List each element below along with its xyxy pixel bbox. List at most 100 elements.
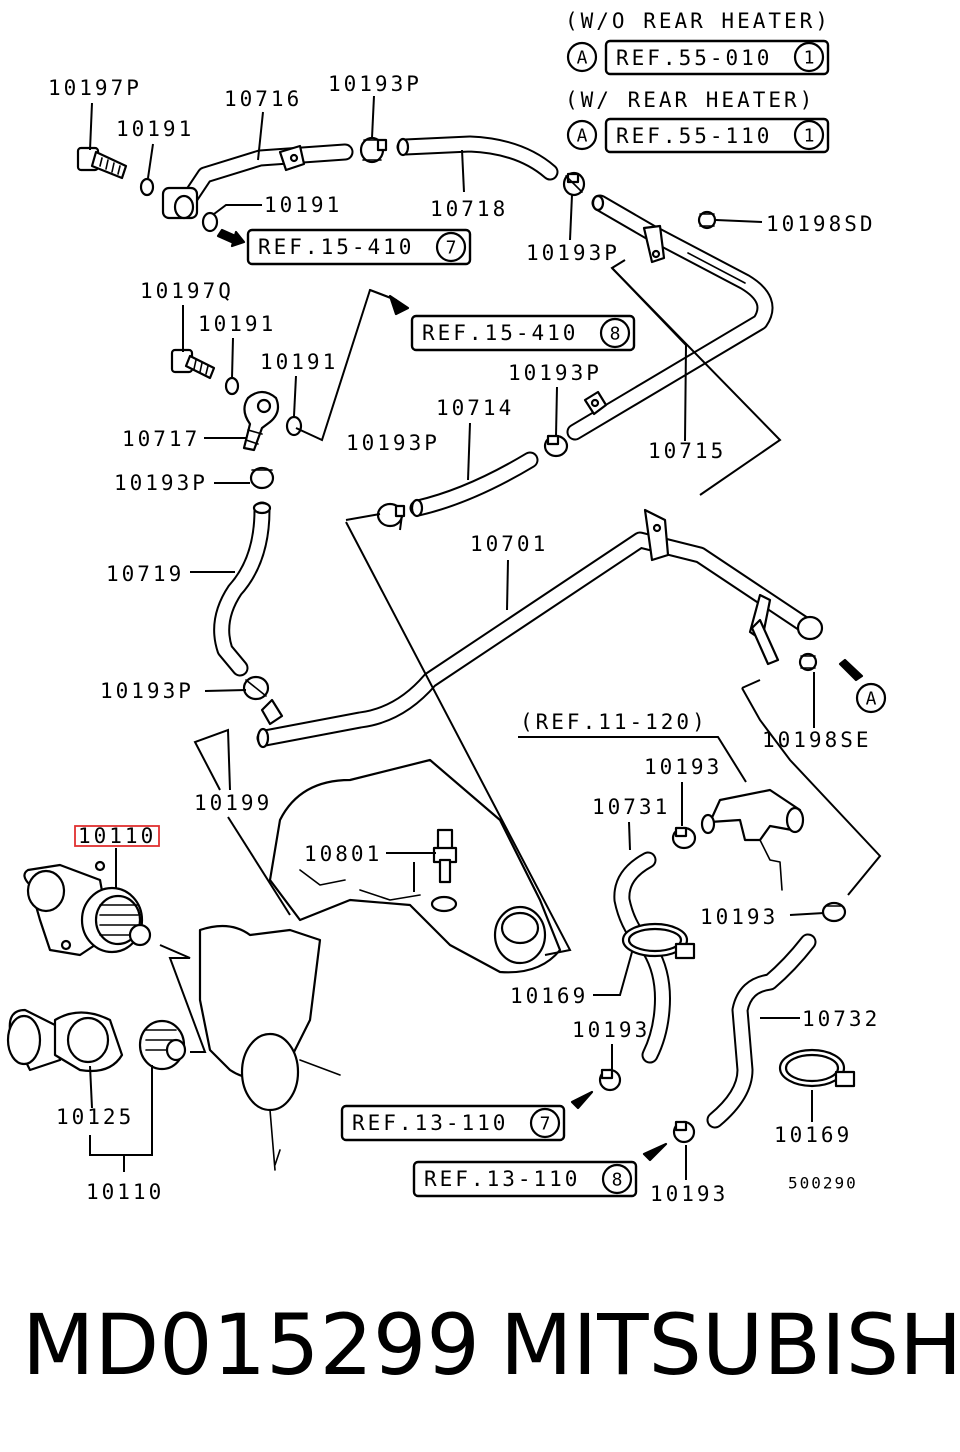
clamp-10169-a-icon: [621, 922, 696, 960]
gasket-10191-a-icon: [139, 177, 155, 197]
gasket-10191-d-icon: [285, 415, 303, 437]
marker-a-arrow: A: [838, 658, 887, 714]
part-label-10198se[interactable]: 10198SE: [762, 728, 872, 752]
part-label-10701[interactable]: 10701: [470, 532, 548, 556]
right-lower-group: [598, 788, 856, 1144]
part-label-10718[interactable]: 10718: [430, 197, 508, 221]
ref-15-410-7-num: 7: [446, 238, 457, 259]
wo-rear-heater-label: (W/O REAR HEATER): [565, 9, 831, 33]
thermostat-10110-b-icon: [138, 1019, 187, 1071]
pipe-10715-icon: [566, 194, 774, 441]
part-label-10193p-b[interactable]: 10193P: [526, 241, 620, 265]
fitting-ref-11-120-icon: [700, 788, 805, 891]
ref-55-010-num-circle: [793, 41, 825, 73]
ref-15-410-7-label[interactable]: REF.15-410: [258, 235, 414, 259]
highlight-box-10110: [74, 825, 160, 847]
clamp-10193p-top-icon: [359, 136, 388, 164]
w-rear-heater-label: (W/ REAR HEATER): [565, 88, 815, 112]
ref-15-410-8-num: 8: [610, 324, 621, 345]
leader-lines: [89, 95, 882, 1180]
clamp-10193-d-icon: [672, 1120, 696, 1144]
clamp-10169-b-icon: [778, 1048, 856, 1088]
ref-55-110-num: 1: [804, 126, 815, 147]
ref-15-410-8-box[interactable]: [410, 314, 636, 352]
upper-hose-group: [76, 135, 774, 441]
part-label-10193-a[interactable]: 10193: [644, 755, 722, 779]
ref-13-110-7-num: 7: [540, 1114, 551, 1135]
part-label-10717[interactable]: 10717: [122, 427, 200, 451]
ref-13-110-7-label[interactable]: REF.13-110: [352, 1111, 508, 1135]
thermostat-10110-icon: [80, 886, 152, 954]
ref-11-120-label[interactable]: (REF.11-120): [520, 710, 708, 734]
part-label-10193p-top[interactable]: 10193P: [328, 72, 422, 96]
part-label-10714[interactable]: 10714: [436, 396, 514, 420]
footer-caption: MD015299 MITSUBISHI: [0, 1290, 960, 1400]
part-label-10193p-c[interactable]: 10193P: [508, 361, 602, 385]
part-label-10193-b[interactable]: 10193: [700, 905, 778, 929]
marker-a-label: A: [577, 48, 588, 69]
part-label-10110[interactable]: 10110: [86, 1180, 164, 1204]
header-refs: (W/O REAR HEATER) A REF.55-010 1 (W/ REA…: [565, 9, 831, 154]
part-label-10197q[interactable]: 10197Q: [140, 279, 234, 303]
marker-a-label-2: A: [577, 126, 588, 147]
thermostat-group: [6, 860, 187, 1073]
part-label-10732[interactable]: 10732: [802, 1007, 880, 1031]
part-label-10193p-e[interactable]: 10193P: [346, 431, 440, 455]
clamp-10193p-b-icon: [562, 171, 586, 197]
arrow-icon-4: [642, 1142, 668, 1162]
clamp-10193p-f-icon: [242, 675, 270, 701]
left-middle-group: [170, 348, 303, 701]
pipe-10701-icon: [256, 508, 824, 749]
ref-15-410-8-label[interactable]: REF.15-410: [422, 321, 578, 345]
brand-label: MITSUBISHI: [500, 1296, 960, 1394]
pump-pulley-icon: [240, 1032, 300, 1112]
clamp-10193p-c-icon: [543, 434, 569, 458]
ref-55-010-num: 1: [804, 48, 815, 69]
ref-55-110-box[interactable]: [604, 117, 830, 154]
part-labels: 10197P 10716 10193P 10191 10191 10718 10…: [48, 72, 880, 1206]
clamp-10193p-d-icon: [249, 466, 275, 490]
part-label-10125[interactable]: 10125: [56, 1105, 134, 1129]
part-label-10199[interactable]: 10199: [194, 791, 272, 815]
bolt-10197p-icon: [76, 146, 128, 180]
ref-55-010-box[interactable]: [604, 39, 830, 76]
part-label-10193p-d[interactable]: 10193P: [114, 471, 208, 495]
clamp-10193-a-icon: [671, 826, 697, 850]
part-label-10801[interactable]: 10801: [304, 842, 382, 866]
fitting-10717-icon: [242, 390, 280, 452]
ref-15-410-7-box[interactable]: [246, 228, 472, 266]
clamp-10193-c-icon: [598, 1068, 622, 1092]
marker-a-ref-label: A: [866, 689, 877, 710]
part-label-10731[interactable]: 10731: [592, 795, 670, 819]
part-label-10191-c[interactable]: 10191: [198, 312, 276, 336]
ref-13-110-8-box[interactable]: [412, 1160, 638, 1198]
part-number-label: MD015299: [22, 1296, 480, 1394]
part-label-10716[interactable]: 10716: [224, 87, 302, 111]
ref-boxes: REF.15-410 7 REF.15-410 8 (REF.11-120) R…: [216, 228, 708, 1198]
hose-10732-icon: [706, 933, 817, 1129]
part-label-10191-b[interactable]: 10191: [264, 193, 342, 217]
part-label-10715[interactable]: 10715: [648, 439, 726, 463]
part-label-10110-highlighted[interactable]: 10110: [78, 824, 156, 848]
pipe-10716-icon: [161, 143, 354, 220]
bolt-10197q-icon: [170, 348, 216, 380]
ref-55-110-label[interactable]: REF.55-110: [616, 124, 772, 148]
washer-icon: [430, 895, 458, 913]
ref-13-110-7-box[interactable]: [340, 1104, 566, 1142]
part-label-10191-d[interactable]: 10191: [260, 350, 338, 374]
arrow-icon-2: [388, 294, 410, 316]
part-label-10193-d[interactable]: 10193: [650, 1182, 728, 1206]
gasket-10125-icon: [53, 1011, 124, 1073]
ref-55-010-label[interactable]: REF.55-010: [616, 46, 772, 70]
ref-13-110-8-label[interactable]: REF.13-110: [424, 1167, 580, 1191]
part-label-10169-b[interactable]: 10169: [774, 1123, 852, 1147]
part-label-10191-a[interactable]: 10191: [116, 117, 194, 141]
part-label-10169-a[interactable]: 10169: [510, 984, 588, 1008]
part-label-10719[interactable]: 10719: [106, 562, 184, 586]
part-label-10198sd[interactable]: 10198SD: [766, 212, 876, 236]
part-label-10197p[interactable]: 10197P: [48, 76, 142, 100]
diagram-code: 500290: [788, 1174, 858, 1193]
part-label-10193p-f[interactable]: 10193P: [100, 679, 194, 703]
arrow-icon-3: [570, 1090, 594, 1110]
part-label-10193-c[interactable]: 10193: [572, 1018, 650, 1042]
